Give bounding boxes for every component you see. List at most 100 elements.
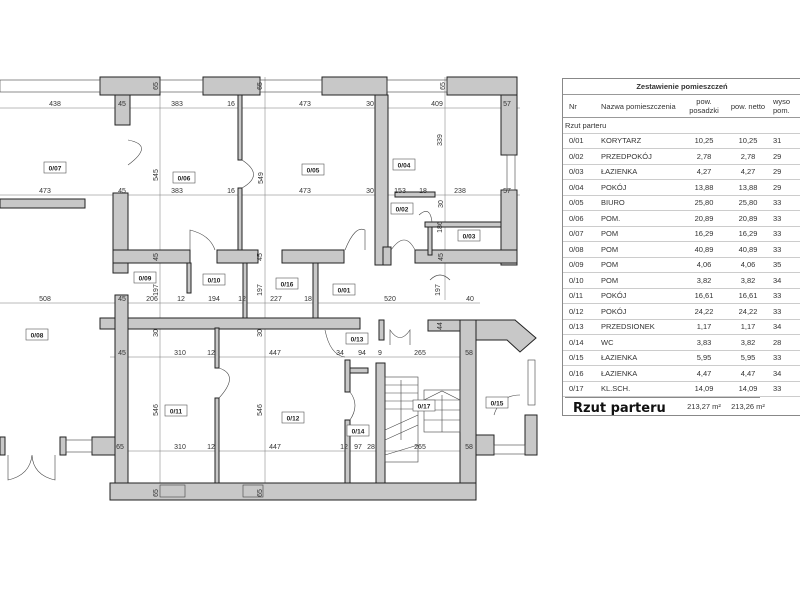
room-label: 0/03 [457, 229, 481, 242]
room-number: 0/07 [49, 166, 62, 173]
dimension-label: 12 [177, 296, 185, 303]
dimension-label: 546 [257, 404, 264, 416]
dimension-label: 30 [438, 200, 445, 208]
header-floor-area: pow. posadzki [689, 97, 719, 115]
room-number: 0/12 [569, 306, 584, 316]
room-name: WC [601, 337, 614, 347]
dimension-label: 227 [270, 296, 282, 303]
dimension-label: 546 [153, 404, 160, 416]
dimension-lines [0, 77, 520, 500]
dimension-label: 34 [336, 350, 344, 357]
floor-area: 4,06 [696, 260, 712, 270]
dimension-label: 16 [227, 101, 235, 108]
dimension-label: 549 [258, 172, 265, 184]
dimension-label: 45 [118, 296, 126, 303]
dimension-label: 45 [257, 253, 264, 261]
dimension-label: 30 [257, 329, 264, 337]
dimension-label: 310 [174, 350, 186, 357]
room-label: 0/09 [133, 271, 157, 284]
floor-area: 13,88 [694, 182, 714, 192]
dimension-label: 45 [153, 253, 160, 261]
dimension-label: 438 [49, 101, 61, 108]
room-number: 0/12 [287, 416, 300, 423]
room-name: POM [601, 229, 619, 239]
floor-area: 16,29 [694, 229, 714, 239]
room-number: 0/16 [569, 368, 584, 378]
dimension-label: 409 [431, 101, 443, 108]
room-number: 0/11 [569, 291, 584, 301]
room-label: 0/01 [332, 283, 356, 296]
net-area: 1,17 [740, 322, 756, 332]
dimension-label: 18 [304, 296, 312, 303]
dimension-label: 65 [257, 489, 264, 497]
floor-area: 10,25 [694, 136, 714, 146]
room-number: 0/03 [463, 234, 476, 241]
room-height: 29 [773, 182, 782, 192]
table-title: Zestawienie pomieszczeń [563, 79, 800, 95]
room-label: 0/11 [164, 404, 188, 417]
dimension-label: 473 [299, 101, 311, 108]
dimension-label: 12 [207, 444, 215, 451]
room-number: 0/03 [569, 167, 584, 177]
dimension-label: 40 [466, 296, 474, 303]
room-name: ŁAZIENKA [601, 353, 638, 363]
net-area: 5,95 [740, 353, 756, 363]
dimension-label: 65 [116, 444, 124, 451]
room-height: 33 [773, 384, 782, 394]
room-label: 0/07 [43, 161, 67, 174]
room-name: PRZEDSIONEK [601, 322, 655, 332]
floor-area: 16,61 [694, 291, 714, 301]
dimension-label: 45 [438, 253, 445, 261]
net-area: 4,27 [740, 167, 756, 177]
door-swings [127, 139, 521, 421]
room-name: KORYTARZ [601, 136, 642, 146]
dimension-label: 383 [171, 101, 183, 108]
room-label: 0/08 [25, 328, 49, 341]
dimension-label: 186 [437, 221, 444, 233]
dimension-label: 545 [153, 169, 160, 181]
dimension-label: 45 [118, 101, 126, 108]
room-number: 0/09 [569, 260, 584, 270]
room-number: 0/01 [569, 136, 584, 146]
room-number: 0/11 [170, 409, 183, 416]
room-name: KL.SCH. [601, 384, 631, 394]
dimension-label: 65 [257, 82, 264, 90]
room-number: 0/16 [281, 282, 294, 289]
net-area: 20,89 [738, 213, 758, 223]
room-name: POM [601, 260, 619, 270]
dimension-label: 45 [118, 188, 126, 195]
room-label: 0/16 [275, 277, 299, 290]
room-number: 0/07 [569, 229, 584, 239]
dimension-label: 18 [419, 188, 427, 195]
table-header: Nr Nazwa pomieszczenia pow. posadzki pow… [563, 95, 800, 118]
floor-area: 24,22 [694, 306, 714, 316]
dimension-label: 447 [269, 350, 281, 357]
totals-row: 213,27 m² 213,26 m² [563, 397, 800, 415]
room-name: PRZEDPOKÓJ [601, 151, 652, 161]
room-schedule-table: Zestawienie pomieszczeń Nr Nazwa pomiesz… [562, 78, 800, 416]
dimension-label: 44 [437, 322, 444, 330]
floor-area: 25,80 [694, 198, 714, 208]
net-area: 13,88 [738, 182, 758, 192]
room-number: 0/08 [31, 333, 44, 340]
net-area: 4,06 [740, 260, 756, 270]
dimension-label: 265 [414, 444, 426, 451]
dimension-label: 58 [465, 444, 473, 451]
header-nr: Nr [569, 101, 577, 111]
dimension-label: 197 [153, 284, 160, 296]
floor-area: 5,95 [696, 353, 712, 363]
net-area: 25,80 [738, 198, 758, 208]
room-height: 34 [773, 368, 782, 378]
header-net-area: pow. netto [730, 101, 766, 111]
room-label: 0/10 [202, 273, 226, 286]
